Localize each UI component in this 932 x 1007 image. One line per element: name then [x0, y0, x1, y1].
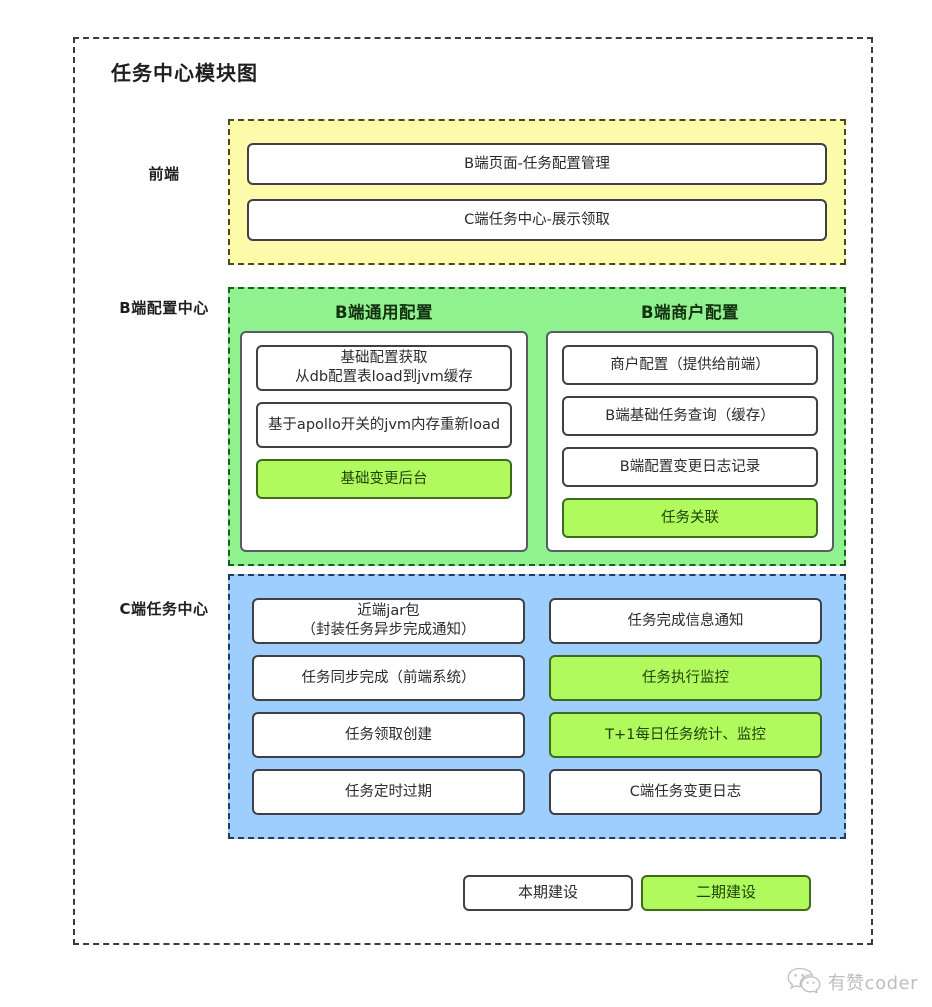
- ccenter-column-left: 近端jar包（封装任务异步完成通知） 任务同步完成（前端系统） 任务领取创建 任…: [252, 598, 525, 815]
- section-label-frontend: 前端: [148, 165, 180, 183]
- ccenter-right-box-1[interactable]: 任务完成信息通知: [549, 598, 822, 644]
- bconfig-column-merchant: B端商户配置 商户配置（提供给前端） B端基础任务查询（缓存） B端配置变更日志…: [546, 297, 834, 552]
- bconfig-panel-merchant: 商户配置（提供给前端） B端基础任务查询（缓存） B端配置变更日志记录 任务关联: [546, 331, 834, 552]
- bconfig-column-general: B端通用配置 基础配置获取从db配置表load到jvm缓存 基于apollo开关…: [240, 297, 528, 552]
- bconfig-column-header-merchant: B端商户配置: [640, 303, 740, 322]
- ccenter-left-box-3[interactable]: 任务领取创建: [252, 712, 525, 758]
- bconfig-section: B端通用配置 基础配置获取从db配置表load到jvm缓存 基于apollo开关…: [228, 287, 846, 566]
- bconfig-merchant-box-2[interactable]: B端基础任务查询（缓存）: [562, 396, 818, 436]
- watermark-text: 有赞coder: [827, 973, 918, 994]
- wechat-icon: [787, 967, 821, 997]
- section-row-frontend: 前端 B端页面-任务配置管理 C端任务中心-展示领取: [100, 119, 846, 265]
- bconfig-general-box-1[interactable]: 基础配置获取从db配置表load到jvm缓存: [256, 345, 512, 391]
- bconfig-column-header-general: B端通用配置: [334, 303, 434, 322]
- ccenter-column-right: 任务完成信息通知 任务执行监控 T+1每日任务统计、监控 C端任务变更日志: [549, 598, 822, 815]
- section-label-ccenter: C端任务中心: [119, 600, 209, 618]
- bconfig-merchant-box-4[interactable]: 任务关联: [562, 498, 818, 538]
- ccenter-left-box-4[interactable]: 任务定时过期: [252, 769, 525, 815]
- page-title: 任务中心模块图: [111, 61, 258, 85]
- section-label-bconfig: B端配置中心: [119, 299, 209, 317]
- section-row-ccenter: C端任务中心 近端jar包（封装任务异步完成通知） 任务同步完成（前端系统） 任…: [100, 574, 846, 839]
- legend: 本期建设 二期建设: [463, 875, 811, 911]
- bconfig-general-box-3[interactable]: 基础变更后台: [256, 459, 512, 499]
- ccenter-right-box-4[interactable]: C端任务变更日志: [549, 769, 822, 815]
- legend-item-phase2: 二期建设: [641, 875, 811, 911]
- ccenter-section: 近端jar包（封装任务异步完成通知） 任务同步完成（前端系统） 任务领取创建 任…: [228, 574, 846, 839]
- frontend-section: B端页面-任务配置管理 C端任务中心-展示领取: [228, 119, 846, 265]
- ccenter-right-box-2[interactable]: 任务执行监控: [549, 655, 822, 701]
- frontend-box-1[interactable]: B端页面-任务配置管理: [247, 143, 827, 185]
- frontend-box-2[interactable]: C端任务中心-展示领取: [247, 199, 827, 241]
- legend-item-current: 本期建设: [463, 875, 633, 911]
- diagram-outer-frame: 任务中心模块图 前端 B端页面-任务配置管理 C端任务中心-展示领取 B端配置中…: [73, 37, 873, 945]
- section-row-bconfig: B端配置中心 B端通用配置 基础配置获取从db配置表load到jvm缓存 基于a…: [100, 287, 846, 566]
- ccenter-left-box-1[interactable]: 近端jar包（封装任务异步完成通知）: [252, 598, 525, 644]
- bconfig-merchant-box-1[interactable]: 商户配置（提供给前端）: [562, 345, 818, 385]
- bconfig-general-box-2[interactable]: 基于apollo开关的jvm内存重新load: [256, 402, 512, 448]
- watermark: 有赞coder: [787, 967, 918, 997]
- ccenter-left-box-2[interactable]: 任务同步完成（前端系统）: [252, 655, 525, 701]
- bconfig-merchant-box-3[interactable]: B端配置变更日志记录: [562, 447, 818, 487]
- ccenter-right-box-3[interactable]: T+1每日任务统计、监控: [549, 712, 822, 758]
- bconfig-panel-general: 基础配置获取从db配置表load到jvm缓存 基于apollo开关的jvm内存重…: [240, 331, 528, 552]
